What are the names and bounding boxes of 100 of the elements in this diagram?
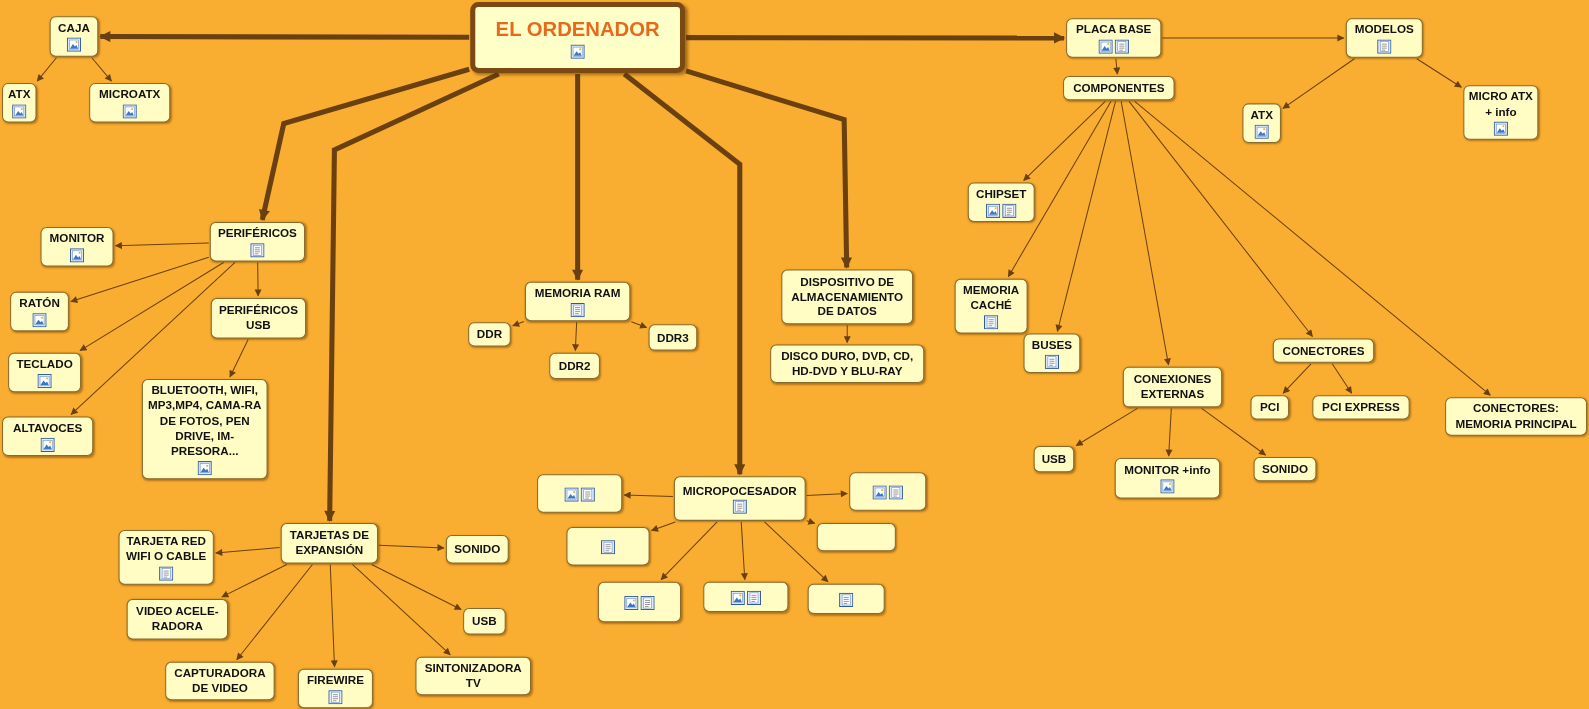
concept-label: TARJETA RED WIFI O CABLE [125, 534, 208, 565]
concept-box [445, 535, 509, 564]
concept-box [1250, 395, 1290, 420]
concept-label: BUSES [1031, 337, 1072, 353]
arrow [91, 57, 112, 82]
concept-label: CONEXIONES EXTERNAS [1132, 372, 1213, 403]
arrow [229, 339, 249, 378]
arrow [686, 32, 1066, 44]
concept-box [297, 668, 373, 709]
arrow [215, 547, 281, 557]
concept-box [1122, 366, 1223, 408]
arrow [324, 71, 500, 522]
concept-label: CAPTURADORA DE VIDEO [173, 665, 267, 697]
arrow [572, 74, 584, 281]
concept-box [210, 297, 307, 339]
concept-box [537, 474, 623, 513]
arrow [1007, 100, 1112, 278]
concept-box [126, 598, 228, 640]
arrow [1075, 407, 1138, 447]
concept-box [967, 182, 1035, 222]
concept-box [781, 269, 914, 325]
concept-label: MEMORIA RAM [534, 285, 621, 301]
concept-label: CONECTORES [1282, 343, 1365, 359]
concept-box [1063, 76, 1175, 101]
concept-box [648, 324, 698, 351]
arrow [259, 66, 470, 221]
concept-label: CAJA [58, 20, 90, 36]
concept-box [1242, 103, 1281, 143]
arrow [1282, 58, 1355, 109]
concept-label: MICROATX [99, 87, 161, 103]
concept-box [415, 656, 531, 696]
concept-label: PERIFÉRICOS [217, 226, 297, 242]
arrow [1282, 363, 1312, 394]
concept-label: SINTONIZADORA TV [423, 660, 523, 692]
arrow [70, 256, 210, 303]
arrow [1165, 407, 1173, 457]
arrow [351, 563, 451, 656]
arrow [1134, 100, 1491, 396]
concept-box [673, 476, 806, 521]
concept-label: BLUETOOTH, WIFI, MP3,MP4, CAMA-RA DE FOTOS, PEN DRIVE, IM-PRESORA... [147, 383, 263, 459]
concept-label: PCI EXPRESS [1322, 399, 1400, 415]
arrow [329, 563, 338, 668]
concept-label: MODELOS [1354, 22, 1414, 38]
concept-label: TARJETAS DE EXPANSIÓN [288, 528, 370, 559]
concept-box [597, 581, 681, 623]
main-concept-box [470, 2, 686, 73]
arrow [236, 563, 313, 661]
concept-label: ALTAVOCES [13, 420, 83, 436]
arrow [114, 241, 210, 250]
arrow [1201, 407, 1267, 456]
concept-box [566, 526, 650, 566]
concept-label: ATX [8, 87, 31, 103]
concept-box [209, 221, 306, 262]
concept-label: USB [472, 613, 497, 629]
concept-box [89, 83, 171, 123]
concept-label: PERIFÉRICOS USB [217, 303, 299, 334]
concept-box [1463, 85, 1539, 140]
concept-label: DDR3 [657, 329, 689, 346]
arrow [254, 261, 262, 297]
concept-box [1114, 458, 1221, 499]
concept-box [1272, 338, 1375, 363]
arrow [221, 563, 288, 598]
concept-box [141, 379, 268, 479]
concept-label: RATÓN [19, 295, 60, 312]
concept-label: CONECTORES: MEMORIA PRINCIPAL [1454, 401, 1578, 432]
concept-box [2, 83, 37, 123]
arrow [843, 324, 851, 344]
concept-box [165, 661, 275, 701]
arrow [1128, 100, 1313, 337]
concept-box [1023, 333, 1081, 373]
concept-label: DDR [476, 326, 503, 342]
arrow [1023, 100, 1106, 181]
concept-label: FIREWIRE [306, 672, 364, 689]
concept-box [2, 416, 94, 456]
concept-label: MONITOR [49, 231, 105, 247]
concept-label: PLACA BASE [1076, 22, 1152, 38]
arrow [572, 321, 580, 352]
concept-box [849, 472, 927, 511]
arrow [79, 261, 225, 352]
concept-label: SONIDO [454, 541, 501, 557]
arrow [1120, 100, 1171, 366]
concept-box [770, 344, 925, 384]
arrow [1331, 363, 1353, 394]
concept-label: DDR2 [558, 358, 591, 374]
concept-label: DISCO DURO, DVD, CD, HD-DVD Y BLU-RAY [780, 348, 915, 379]
concept-box [463, 608, 506, 635]
concept-box [10, 291, 69, 332]
arrow [371, 563, 462, 610]
arrow [623, 491, 674, 499]
concept-box [1033, 445, 1075, 473]
arrow [1113, 58, 1121, 75]
concept-box [1253, 457, 1317, 482]
concept-label: DISPOSITIVO DE ALMACENAMIENTO DE DATOS [790, 274, 905, 320]
concept-box [954, 278, 1028, 334]
arrow [1055, 100, 1116, 333]
concept-label: TECLADO [16, 356, 73, 372]
concept-box [468, 322, 511, 347]
concept-box [549, 352, 600, 379]
arrow [1161, 34, 1345, 42]
concept-label: MICRO ATX + info [1468, 89, 1534, 120]
